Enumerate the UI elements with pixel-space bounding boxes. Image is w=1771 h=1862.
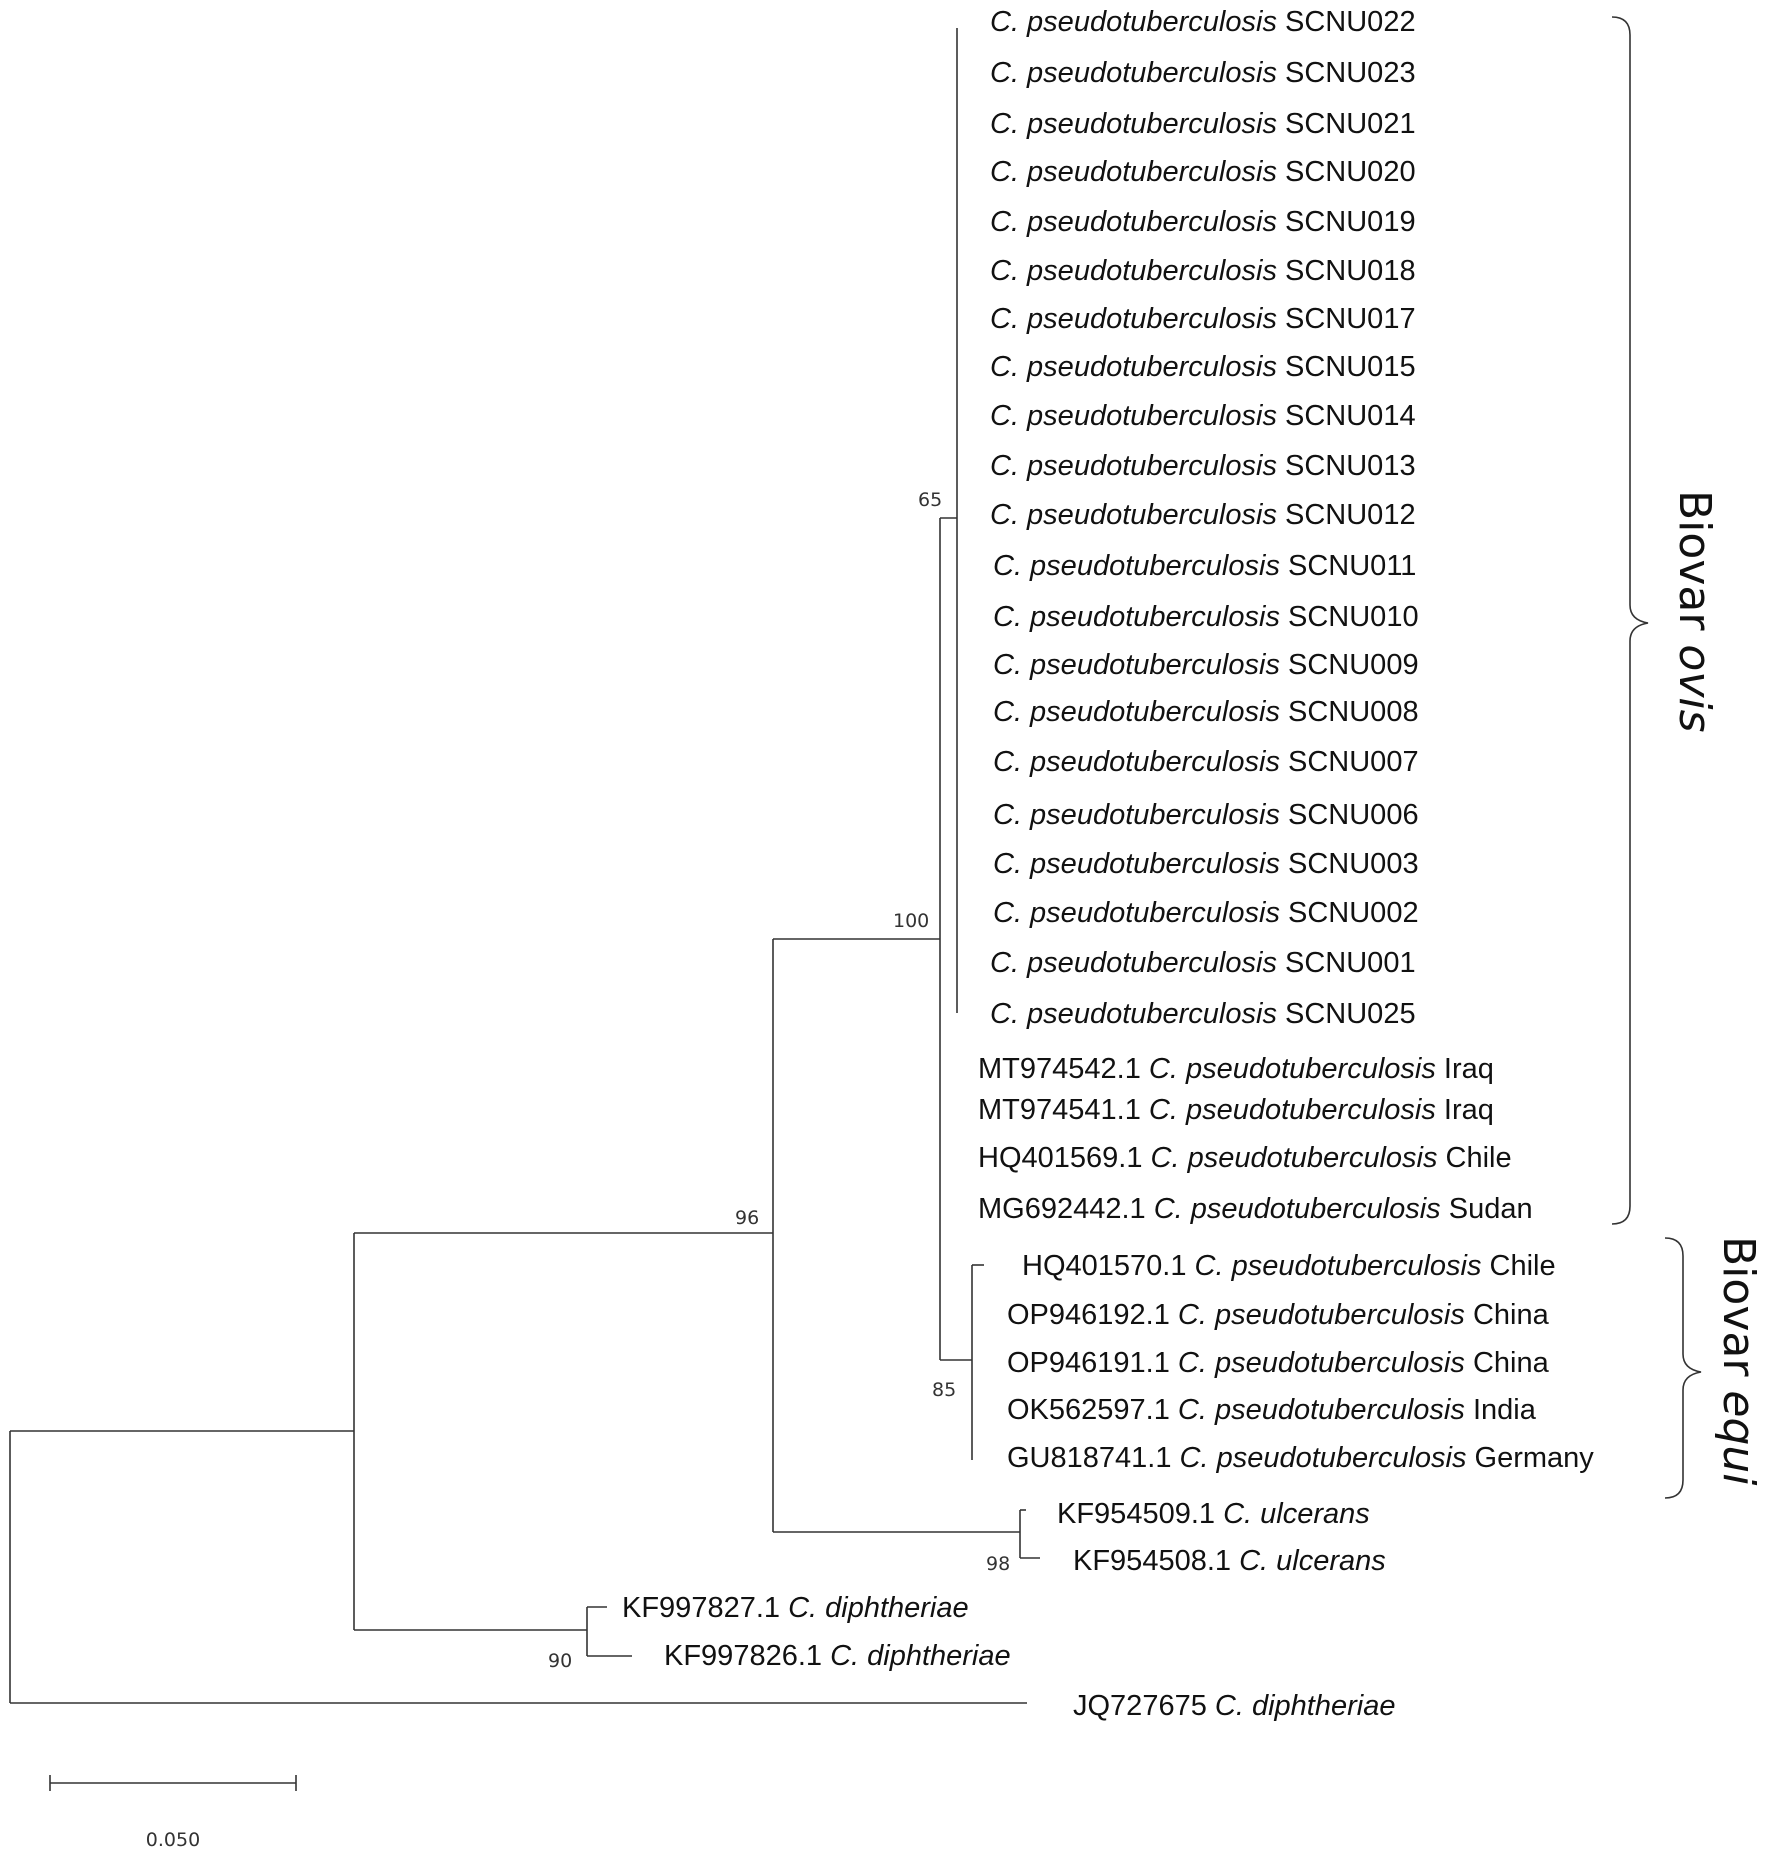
tip-label-scnu019: C. pseudotuberculosis SCNU019 [990,206,1416,238]
tip-label-scnu011: C. pseudotuberculosis SCNU011 [993,550,1416,582]
tip-label-scnu017: C. pseudotuberculosis SCNU017 [990,303,1416,335]
tip-label-hq401569: HQ401569.1 C. pseudotuberculosis Chile [978,1142,1512,1174]
tip-label-scnu023: C. pseudotuberculosis SCNU023 [990,57,1416,89]
tip-label-kf997827: KF997827.1 C. diphtheriae [622,1592,969,1624]
tip-label-jq727675: JQ727675 C. diphtheriae [1073,1690,1395,1722]
bootstrap-ulcerans-clade: 98 [986,1553,1010,1575]
bootstrap-pseudotb-clade: 96 [735,1207,759,1229]
clade-brackets: Biovar ovis Biovar equi [1611,16,1764,1499]
tip-label-kf954508: KF954508.1 C. ulcerans [1073,1545,1386,1577]
tip-label-scnu002: C. pseudotuberculosis SCNU002 [993,897,1419,929]
scale-bar: 0.050 [49,1775,297,1851]
tree-branches [9,28,1040,1704]
tip-label-scnu007: C. pseudotuberculosis SCNU007 [993,746,1419,778]
tip-label-gu818741: GU818741.1 C. pseudotuberculosis Germany [1007,1442,1594,1474]
tip-label-scnu015: C. pseudotuberculosis SCNU015 [990,351,1416,383]
tip-label-scnu013: C. pseudotuberculosis SCNU013 [990,450,1416,482]
tip-label-mt974541: MT974541.1 C. pseudotuberculosis Iraq [978,1094,1494,1126]
tip-label-scnu014: C. pseudotuberculosis SCNU014 [990,400,1416,432]
tip-label-kf997826: KF997826.1 C. diphtheriae [664,1640,1011,1672]
tip-label-scnu009: C. pseudotuberculosis SCNU009 [993,649,1419,681]
tip-label-mg692442: MG692442.1 C. pseudotuberculosis Sudan [978,1193,1533,1225]
bracket-label-equi: Biovar equi [1713,1236,1764,1486]
tip-label-scnu006: C. pseudotuberculosis SCNU006 [993,799,1419,831]
tip-label-kf954509: KF954509.1 C. ulcerans [1057,1498,1370,1530]
bracket-ovis [1611,16,1649,1225]
tip-label-scnu018: C. pseudotuberculosis SCNU018 [990,255,1416,287]
bootstrap-ovis-clade: 100 [893,910,929,932]
tip-label-scnu020: C. pseudotuberculosis SCNU020 [990,156,1416,188]
bracket-label-ovis: Biovar ovis [1669,490,1720,733]
tip-label-scnu003: C. pseudotuberculosis SCNU003 [993,848,1419,880]
bootstrap-ovis-inner: 65 [918,489,942,511]
tip-label-op946191: OP946191.1 C. pseudotuberculosis China [1007,1347,1550,1379]
tip-label-scnu001: C. pseudotuberculosis SCNU001 [990,947,1416,979]
scale-bar-label: 0.050 [146,1829,200,1851]
bootstrap-diphtheriae-clade: 90 [548,1650,572,1672]
tip-label-scnu025: C. pseudotuberculosis SCNU025 [990,998,1416,1030]
tip-label-ok562597: OK562597.1 C. pseudotuberculosis India [1007,1394,1537,1426]
tip-label-scnu010: C. pseudotuberculosis SCNU010 [993,601,1419,633]
tip-label-scnu021: C. pseudotuberculosis SCNU021 [990,108,1416,140]
tip-label-mt974542: MT974542.1 C. pseudotuberculosis Iraq [978,1053,1494,1085]
tip-labels: C. pseudotuberculosis SCNU022 C. pseudot… [622,6,1594,1722]
tip-label-scnu022: C. pseudotuberculosis SCNU022 [990,6,1416,38]
bootstrap-values: 65 100 96 85 98 90 [548,489,1010,1672]
bootstrap-equi-clade: 85 [932,1379,956,1401]
tip-label-scnu008: C. pseudotuberculosis SCNU008 [993,696,1419,728]
bracket-equi [1664,1237,1702,1499]
tip-label-op946192: OP946192.1 C. pseudotuberculosis China [1007,1299,1550,1331]
tip-label-scnu012: C. pseudotuberculosis SCNU012 [990,499,1416,531]
tip-label-hq401570: HQ401570.1 C. pseudotuberculosis Chile [1022,1250,1556,1282]
